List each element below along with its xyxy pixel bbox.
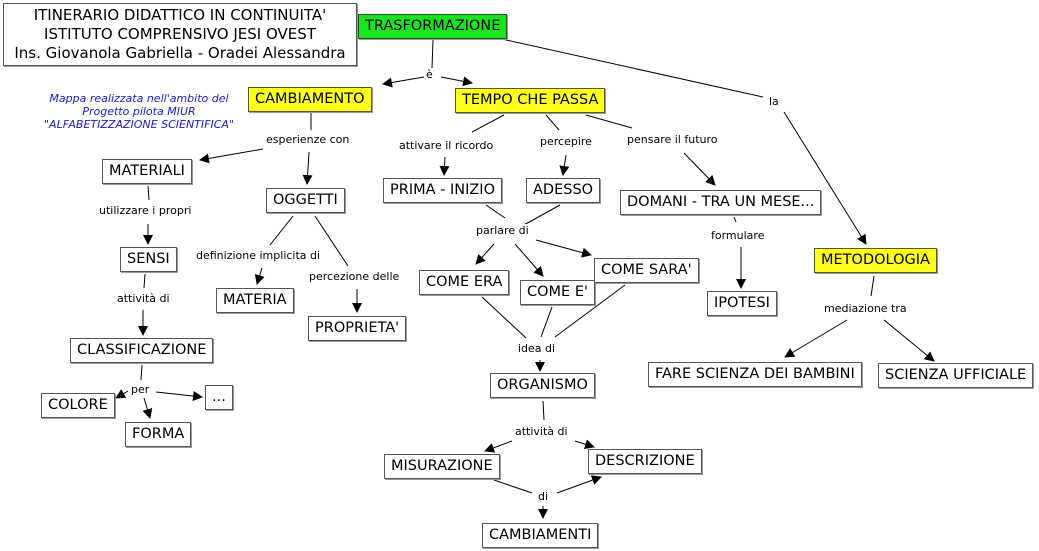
title-line-2: ISTITUTO COMPRENSIVO JESI OVEST bbox=[44, 25, 316, 43]
link-parlare-di: parlare di bbox=[474, 224, 531, 237]
node-oggetti[interactable]: OGGETTI bbox=[266, 188, 345, 213]
link-attivare-il-ricordo: attivare il ricordo bbox=[397, 139, 496, 152]
node-trasformazione[interactable]: TRASFORMAZIONE bbox=[358, 14, 508, 39]
node-adesso[interactable]: ADESSO bbox=[526, 178, 601, 203]
project-note: Mappa realizzata nell'ambito del Progett… bbox=[20, 92, 258, 131]
title-box: ITINERARIO DIDATTICO IN CONTINUITA' ISTI… bbox=[3, 3, 357, 66]
node-scienza-ufficiale[interactable]: SCIENZA UFFICIALE bbox=[878, 363, 1034, 388]
node-cambiamenti[interactable]: CAMBIAMENTI bbox=[482, 523, 599, 548]
node-domani[interactable]: DOMANI - TRA UN MESE... bbox=[620, 190, 822, 215]
link-e: è bbox=[424, 68, 435, 81]
title-line-1: ITINERARIO DIDATTICO IN CONTINUITA' bbox=[33, 6, 327, 24]
node-organismo[interactable]: ORGANISMO bbox=[490, 373, 595, 398]
link-utilizzare-i-propri: utilizzare i propri bbox=[97, 204, 194, 217]
node-come-era[interactable]: COME ERA bbox=[419, 270, 510, 295]
node-come-e[interactable]: COME E' bbox=[520, 280, 595, 305]
node-colore[interactable]: COLORE bbox=[41, 393, 115, 418]
note-line-3: "ALFABETIZZAZIONE SCIENTIFICA" bbox=[44, 118, 234, 131]
node-ipotesi[interactable]: IPOTESI bbox=[707, 291, 777, 316]
node-metodologia[interactable]: METODOLOGIA bbox=[814, 248, 937, 273]
link-mediazione-tra: mediazione tra bbox=[822, 302, 909, 315]
link-attivita-di-organismo: attività di bbox=[513, 425, 570, 438]
node-cambiamento[interactable]: CAMBIAMENTO bbox=[248, 87, 372, 112]
node-tempo-che-passa[interactable]: TEMPO CHE PASSA bbox=[455, 88, 606, 113]
node-forma[interactable]: FORMA bbox=[125, 422, 192, 447]
node-ellipsis[interactable]: ... bbox=[205, 385, 233, 410]
node-materia[interactable]: MATERIA bbox=[216, 288, 294, 313]
link-formulare: formulare bbox=[709, 229, 767, 242]
title-line-3: Ins. Giovanola Gabriella - Oradei Alessa… bbox=[14, 44, 346, 62]
node-proprieta[interactable]: PROPRIETA' bbox=[308, 316, 407, 341]
node-misurazione[interactable]: MISURAZIONE bbox=[384, 454, 500, 479]
node-sensi[interactable]: SENSI bbox=[120, 247, 177, 272]
link-idea-di: idea di bbox=[516, 342, 558, 355]
link-la: la bbox=[767, 95, 781, 108]
link-attivita-di-sensi: attività di bbox=[115, 292, 172, 305]
node-classificazione[interactable]: CLASSIFICAZIONE bbox=[70, 338, 214, 363]
link-definizione-implicita-di: definizione implicita di bbox=[194, 249, 323, 262]
node-come-sara[interactable]: COME SARA' bbox=[594, 258, 699, 283]
link-per: per bbox=[129, 383, 152, 396]
link-pensare-il-futuro: pensare il futuro bbox=[625, 133, 720, 146]
link-di: di bbox=[536, 490, 551, 503]
node-descrizione[interactable]: DESCRIZIONE bbox=[588, 449, 702, 474]
note-line-1: Mappa realizzata nell'ambito del bbox=[49, 92, 229, 105]
link-percepire: percepire bbox=[538, 135, 594, 148]
node-fare-scienza[interactable]: FARE SCIENZA DEI BAMBINI bbox=[648, 362, 862, 387]
node-prima-inizio[interactable]: PRIMA - INIZIO bbox=[383, 178, 502, 203]
node-materiali[interactable]: MATERIALI bbox=[102, 159, 192, 184]
link-percezione-delle: percezione delle bbox=[307, 270, 402, 283]
note-line-2: Progetto pilota MIUR bbox=[82, 105, 196, 118]
link-esperienze-con: esperienze con bbox=[264, 133, 352, 146]
